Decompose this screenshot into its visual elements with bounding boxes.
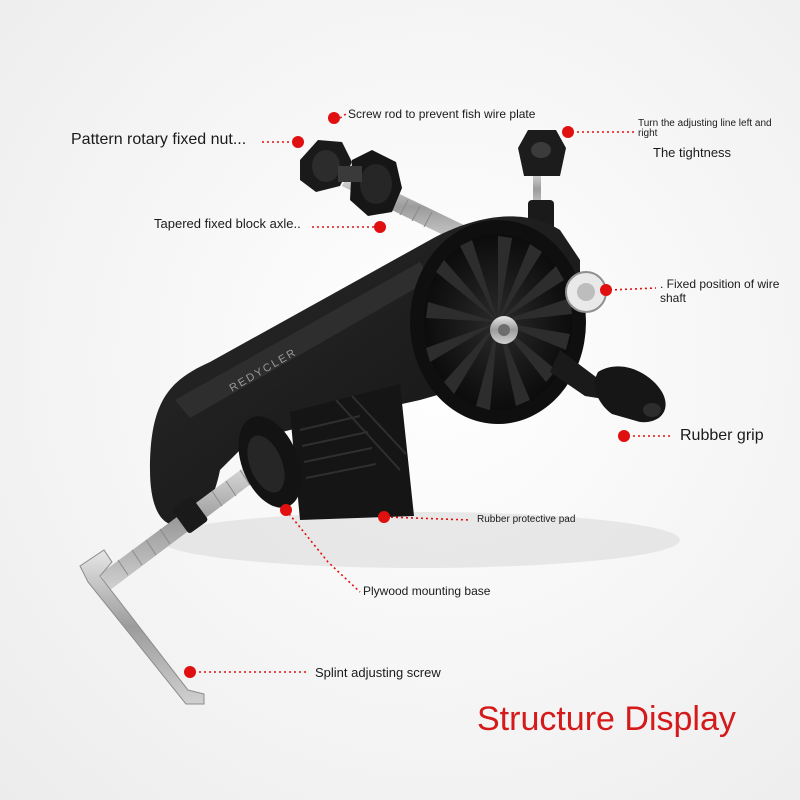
label-tapered-block: Tapered fixed block axle.. (154, 216, 301, 231)
marker-adjusting-line (562, 126, 574, 138)
marker-screw-rod (328, 112, 340, 124)
marker-pattern-nut (292, 136, 304, 148)
label-adjusting-line: Turn the adjusting line left and (638, 118, 772, 129)
label-wire-shaft-2: shaft (660, 291, 687, 305)
marker-rubber-grip (618, 430, 630, 442)
allen-key (79, 549, 205, 705)
wire-shaft-gear (565, 271, 607, 313)
marker-wire-shaft (600, 284, 612, 296)
shadow (160, 512, 680, 568)
bottom-clamp-screw (100, 416, 302, 590)
label-adjusting-line-2: right (638, 128, 658, 139)
label-rubber-pad: Rubber protective pad (477, 514, 576, 525)
label-screw-rod: Screw rod to prevent fish wire plate (348, 107, 536, 121)
tightness-knob (518, 130, 566, 230)
label-pattern-nut: Pattern rotary fixed nut... (71, 131, 247, 148)
marker-rubber-pad (378, 511, 390, 523)
label-rubber-grip: Rubber grip (680, 427, 764, 444)
marker-plywood-base (280, 504, 292, 516)
label-splint-screw: Splint adjusting screw (315, 665, 441, 680)
marker-tapered-block (374, 221, 386, 233)
title-structure-display: Structure Display (477, 700, 736, 738)
pattern-rotary-nuts (300, 140, 402, 216)
handle (550, 350, 666, 423)
callout-markers (184, 112, 630, 678)
leader-lines (194, 113, 670, 673)
reel-wheel (410, 220, 586, 424)
label-plywood-base: Plywood mounting base (363, 584, 491, 598)
marker-splint-screw (184, 666, 196, 678)
label-tightness: The tightness (653, 145, 732, 160)
rubber-pad-block (290, 384, 414, 520)
label-wire-shaft: . Fixed position of wire (660, 277, 780, 291)
